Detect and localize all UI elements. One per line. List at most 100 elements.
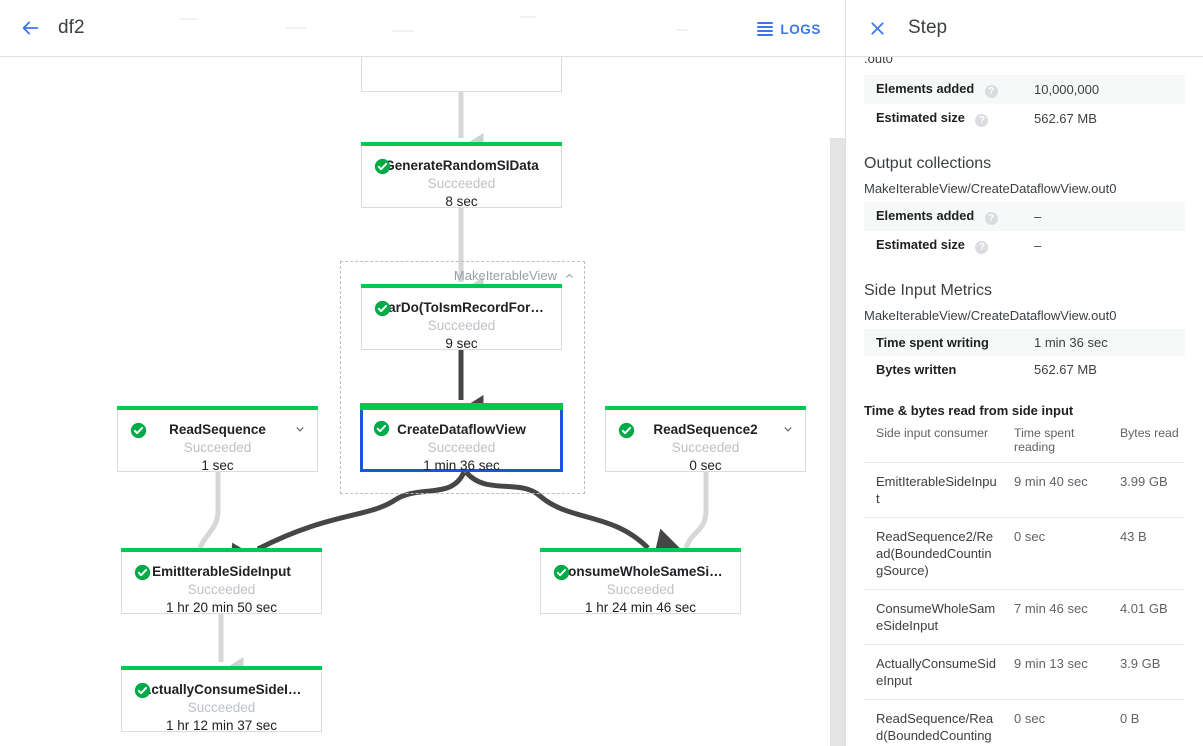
graph-node-consume-whole-same-side-input[interactable]: ConsumeWholeSameSi… Succeeded 1 hr 24 mi… [540, 548, 741, 615]
step-panel-body[interactable]: .out0 Elements added ? 10,000,000 Estima… [846, 57, 1203, 746]
node-status-bar [605, 406, 806, 410]
help-icon[interactable]: ? [975, 241, 989, 254]
table-header-row: Side input consumer Time spent reading B… [864, 420, 1185, 463]
job-graph-pane: MakeIterableView Succeeded 7 sec Generat… [0, 8, 845, 746]
table-row: ReadSequence2/Read(BoundedCountingSource… [864, 517, 1185, 590]
table-row: ActuallyConsumeSideInput 9 min 13 sec 3.… [864, 644, 1185, 700]
metric-key: Elements added ? [864, 75, 1034, 104]
node-status: Succeeded [187, 582, 256, 597]
metric-value: 1 min 36 sec [1034, 335, 1108, 350]
node-time: 1 min 36 sec [423, 458, 500, 473]
page-title: df2 [58, 17, 85, 38]
close-icon[interactable] [867, 18, 888, 39]
help-icon[interactable]: ? [984, 85, 998, 98]
table-row: EmitIterableSideInput 9 min 40 sec 3.99 … [864, 462, 1185, 518]
graph-node-read-sequence-2[interactable]: ReadSequence2 Succeeded 0 sec [605, 406, 806, 473]
node-title: ReadSequence [169, 422, 266, 437]
cell-time: 0 sec [1002, 517, 1108, 590]
check-circle-icon [134, 564, 151, 581]
cell-time: 7 min 46 sec [1002, 589, 1108, 645]
graph-node-pardo-to-ism-record[interactable]: ParDo(ToIsmRecordFor… Succeeded 9 sec [361, 284, 562, 351]
close-panel-button[interactable] [860, 11, 894, 45]
step-panel-header: Step [846, 0, 1203, 57]
node-title: EmitIterableSideInput [152, 564, 291, 579]
clipped-collection-name: .out0 [864, 57, 893, 66]
node-time: 0 sec [689, 458, 722, 473]
cell-consumer: ReadSequence/Read(BoundedCountingSource) [864, 699, 1003, 746]
graph-node-create-dataflow-view[interactable]: CreateDataflowView Succeeded 1 min 36 se… [360, 403, 563, 473]
cell-time: 9 min 40 sec [1002, 462, 1108, 518]
back-button[interactable] [10, 8, 50, 48]
logs-button[interactable]: LOGS [751, 13, 827, 45]
column-header-time: Time spent reading [1002, 420, 1108, 463]
check-circle-icon [130, 422, 147, 439]
graph-node-generate-random-si-data[interactable]: GenerateRandomSIData Succeeded 8 sec [361, 142, 562, 209]
metric-value: 10,000,000 [1034, 82, 1100, 97]
step-panel-title: Step [908, 17, 948, 38]
logs-button-label: LOGS [780, 21, 821, 37]
help-icon[interactable]: ? [975, 114, 989, 127]
table-row: ReadSequence/Read(BoundedCountingSource)… [864, 699, 1185, 746]
node-status: Succeeded [427, 318, 496, 333]
node-title: ReadSequence2 [653, 422, 758, 437]
check-circle-icon [553, 564, 570, 581]
side-input-table-heading: Time & bytes read from side input [864, 403, 1074, 418]
graph-edges-layer [176, 92, 709, 707]
chevron-down-icon[interactable] [293, 422, 307, 436]
metric-key-label: Elements added [876, 208, 975, 223]
node-status-bar [121, 548, 322, 552]
help-icon[interactable]: ? [984, 212, 998, 225]
chevron-up-icon[interactable] [563, 269, 576, 282]
metric-key: Bytes written [876, 362, 957, 377]
table-row: Estimated size ? – [864, 231, 1185, 260]
node-status-bar [117, 406, 318, 410]
metric-value: – [1034, 238, 1042, 253]
cell-bytes: 4.01 GB [1107, 589, 1185, 645]
node-time: 1 hr 20 min 50 sec [165, 600, 278, 615]
table-row: Elements added ? – [864, 202, 1185, 231]
output-collection-name: MakeIterableView/CreateDataflowView.out0 [864, 181, 1117, 196]
cell-bytes: 43 B [1107, 517, 1185, 590]
output-collections-heading: Output collections [864, 155, 992, 172]
node-title: ConsumeWholeSameSi… [558, 564, 723, 579]
side-input-consumers-table: Side input consumer Time spent reading B… [864, 420, 1185, 746]
arrow-left-icon[interactable] [19, 17, 41, 39]
check-circle-icon [374, 158, 391, 175]
cell-time: 0 sec [1002, 699, 1108, 746]
node-title: CreateDataflowView [397, 422, 526, 437]
node-time: 1 sec [201, 458, 234, 473]
node-status: Succeeded [427, 440, 496, 455]
check-circle-icon [374, 300, 391, 317]
composite-label-group[interactable]: MakeIterableView [454, 268, 576, 283]
cell-consumer: ConsumeWholeSameSideInput [864, 589, 1003, 645]
metric-key: Time spent writing [876, 335, 989, 350]
chevron-down-icon[interactable] [781, 422, 795, 436]
cell-bytes: 3.99 GB [1107, 462, 1185, 518]
table-row: Bytes written 562.67 MB [864, 356, 1185, 383]
graph-node-actually-consume-side-input[interactable]: ActuallyConsumeSideI… Succeeded 1 hr 12 … [121, 666, 322, 733]
metric-key: Estimated size ? [864, 231, 1034, 260]
graph-vertical-scrollbar[interactable] [830, 57, 845, 746]
column-header-consumer: Side input consumer [864, 420, 1003, 463]
node-title: GenerateRandomSIData [384, 158, 539, 173]
node-status-bar [121, 666, 322, 670]
composite-label: MakeIterableView [453, 268, 557, 283]
node-time: 1 hr 12 min 37 sec [165, 718, 278, 733]
side-input-metrics-heading: Side Input Metrics [864, 282, 993, 299]
node-title: ActuallyConsumeSideI… [141, 682, 302, 697]
check-circle-icon [618, 422, 635, 439]
node-status-bar [361, 142, 562, 146]
metric-key-label: Elements added [876, 81, 975, 96]
metric-key-label: Estimated size [876, 110, 965, 125]
graph-scrollbar-thumb[interactable] [830, 138, 845, 746]
cell-consumer: ReadSequence2/Read(BoundedCountingSource… [864, 517, 1003, 590]
column-header-bytes: Bytes read [1107, 420, 1185, 463]
side-input-collection-name: MakeIterableView/CreateDataflowView.out0 [864, 308, 1117, 323]
node-status: Succeeded [671, 440, 740, 455]
check-circle-icon [134, 682, 151, 699]
graph-node-read-sequence[interactable]: ReadSequence Succeeded 1 sec [117, 406, 318, 473]
node-status: Succeeded [606, 582, 675, 597]
graph-node-emit-iterable-side-input[interactable]: EmitIterableSideInput Succeeded 1 hr 20 … [121, 548, 322, 615]
metric-value: 562.67 MB [1034, 362, 1097, 377]
cell-bytes: 3.9 GB [1107, 644, 1185, 700]
